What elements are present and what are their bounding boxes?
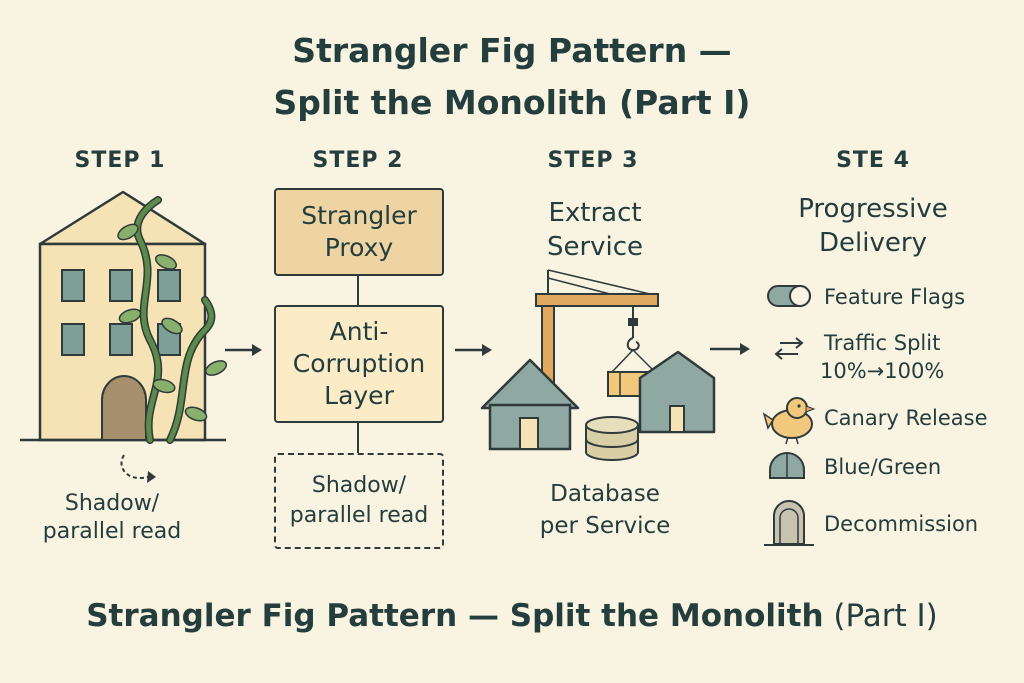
- footer-title-suffix: (Part I): [823, 598, 938, 634]
- step-3-caption: Database per Service: [500, 478, 710, 542]
- step-3-label: STEP 3: [547, 148, 639, 173]
- title-line-2: Split the Monolith (Part I): [273, 83, 751, 122]
- acl-line-1: Anti-: [329, 317, 389, 346]
- acl-line-2: Corruption: [292, 349, 426, 378]
- footer-title: Strangler Fig Pattern — Split the Monoli…: [0, 598, 1024, 634]
- step-1-caption-line-2: parallel read: [42, 519, 182, 544]
- shadow-line-1: Shadow/: [311, 473, 407, 498]
- traffic-split-label: Traffic Split: [824, 331, 941, 355]
- arrow-1-to-2: [225, 344, 262, 356]
- fig-vine-icon: [117, 196, 228, 444]
- step-1-caption-line-1: Shadow/: [64, 491, 160, 516]
- bird-icon: [762, 397, 816, 445]
- curved-arrow-icon: [120, 454, 156, 483]
- blue-green-label: Blue/Green: [824, 455, 942, 479]
- decommission-label: Decommission: [824, 512, 979, 536]
- house-large-icon: [480, 358, 580, 451]
- arrow-3-to-4: [710, 343, 750, 355]
- swap-arrows-icon: [774, 337, 804, 360]
- step-3-heading: Extract Service: [500, 196, 690, 264]
- shadow-read-box: Shadow/ parallel read: [274, 453, 444, 549]
- proxy-line-2: Proxy: [324, 233, 394, 262]
- step-2-label: STEP 2: [312, 148, 404, 173]
- step-1-label: STEP 1: [74, 148, 166, 173]
- step-4-heading: Progressive Delivery: [763, 192, 983, 260]
- tombstone-icon: [764, 500, 814, 546]
- anti-corruption-layer-box: Anti- Corruption Layer: [274, 305, 444, 423]
- acl-line-3: Layer: [324, 381, 394, 410]
- title-line-1: Strangler Fig Pattern —: [292, 31, 732, 70]
- house-small-icon: [638, 350, 716, 434]
- half-dome-icon: [769, 452, 805, 479]
- feature-flags-label: Feature Flags: [824, 285, 966, 309]
- toggle-icon: [767, 285, 811, 307]
- canary-release-label: Canary Release: [824, 406, 988, 430]
- database-icon: [585, 416, 639, 461]
- step-1-caption: Shadow/ parallel read: [22, 490, 202, 546]
- step-3-heading-line-1: Extract: [548, 198, 642, 228]
- arrow-2-to-3: [455, 344, 492, 356]
- step-4-heading-line-1: Progressive: [798, 194, 948, 224]
- shadow-line-2: parallel read: [289, 503, 429, 528]
- step-4-heading-line-2: Delivery: [819, 228, 927, 258]
- footer-title-bold: Strangler Fig Pattern — Split the Monoli…: [86, 598, 824, 634]
- step-3-caption-line-2: per Service: [539, 513, 671, 539]
- step-4-label: STE 4: [836, 148, 910, 173]
- traffic-split-sublabel: 10%→100%: [820, 359, 945, 383]
- proxy-line-1: Strangler: [301, 201, 417, 230]
- step-3-heading-line-2: Service: [546, 232, 644, 262]
- strangler-proxy-box: Strangler Proxy: [274, 188, 444, 276]
- step-3-caption-line-1: Database: [550, 481, 660, 507]
